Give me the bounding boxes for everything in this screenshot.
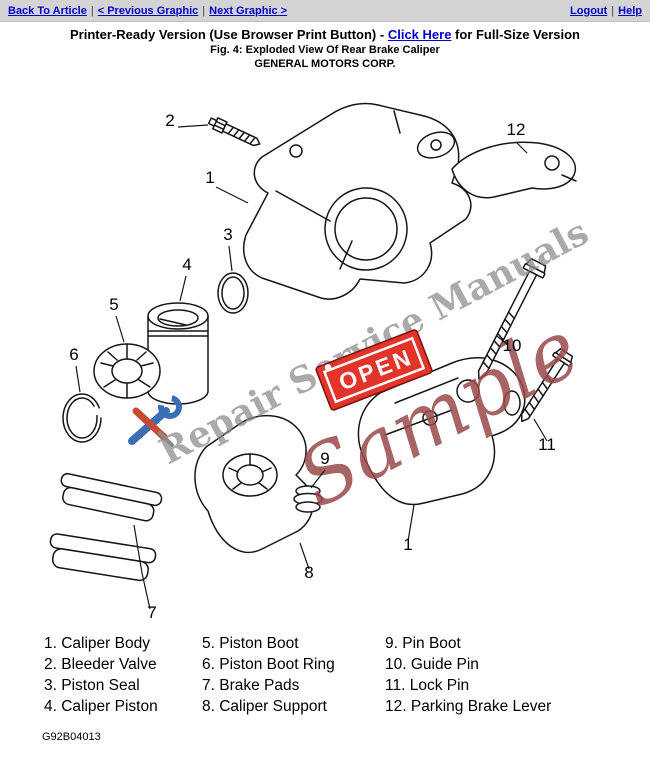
click-here-link[interactable]: Click Here	[387, 27, 452, 42]
legend-item: 7. Brake Pads	[202, 677, 300, 694]
parts-legend: 1. Caliper Body 2. Bleeder Valve 3. Pist…	[0, 633, 650, 717]
caliper-support-drawing	[194, 414, 314, 554]
callout-6: 6	[69, 345, 78, 364]
legend-item: 4. Caliper Piston	[44, 698, 158, 715]
callout-5: 5	[109, 295, 118, 314]
legend-item: 10. Guide Pin	[385, 656, 479, 673]
nav-left: Back To Article | < Previous Graphic | N…	[8, 5, 287, 17]
printer-ready-line: Printer-Ready Version (Use Browser Print…	[0, 22, 650, 43]
callout-3: 3	[223, 225, 232, 244]
caliper-assembly-drawing	[357, 357, 526, 506]
callout-11: 11	[538, 435, 556, 454]
brake-pads-drawing	[49, 472, 163, 582]
legend-column-1: 1. Caliper Body 2. Bleeder Valve 3. Pist…	[44, 633, 202, 717]
callout-1b: 1	[403, 535, 412, 554]
legend-item: 5. Piston Boot	[202, 635, 299, 652]
callouts: 1 2 3 4 5 6 7 8 9 10 11 12 1	[69, 111, 556, 622]
figure-manufacturer: GENERAL MOTORS CORP.	[254, 58, 396, 70]
back-to-article-link[interactable]: Back To Article	[8, 4, 87, 17]
help-link[interactable]: Help	[618, 4, 642, 17]
callout-10: 10	[503, 336, 522, 355]
nav-separator: |	[90, 4, 94, 17]
callout-1: 1	[205, 168, 214, 187]
callout-9: 9	[320, 449, 329, 468]
nav-right: Logout | Help	[570, 5, 642, 17]
lock-pin-drawing	[520, 348, 574, 423]
callout-4: 4	[182, 255, 191, 274]
pin-boot-drawing	[293, 485, 323, 513]
legend-item: 6. Piston Boot Ring	[202, 656, 335, 673]
callout-2: 2	[165, 111, 174, 130]
legend-item: 8. Caliper Support	[202, 698, 327, 715]
piston-boot-ring-drawing	[62, 393, 102, 443]
printer-ready-text: Printer-Ready Version (Use Browser Print…	[69, 27, 388, 42]
bleeder-valve-drawing	[207, 117, 261, 147]
logout-link[interactable]: Logout	[570, 4, 608, 17]
callout-12: 12	[507, 120, 526, 139]
next-graphic-link[interactable]: Next Graphic >	[209, 4, 288, 17]
legend-item: 12. Parking Brake Lever	[385, 698, 552, 715]
legend-item: 3. Piston Seal	[44, 677, 140, 694]
legend-item: 11. Lock Pin	[385, 677, 470, 694]
parking-brake-lever-drawing	[451, 141, 577, 199]
legend-column-2: 5. Piston Boot 6. Piston Boot Ring 7. Br…	[202, 633, 385, 717]
callout-8: 8	[304, 563, 313, 582]
legend-item: 2. Bleeder Valve	[44, 656, 157, 673]
legend-item: 9. Pin Boot	[385, 635, 461, 652]
legend-column-3: 9. Pin Boot 10. Guide Pin 11. Lock Pin 1…	[385, 633, 551, 717]
guide-pin-drawing	[477, 257, 547, 380]
nav-separator: |	[202, 4, 206, 17]
top-nav-bar: Back To Article | < Previous Graphic | N…	[0, 0, 650, 22]
piston-seal-drawing	[217, 272, 249, 314]
tools-icon	[128, 395, 182, 447]
nav-separator: |	[611, 4, 615, 17]
leader-lines	[75, 124, 548, 610]
figure-title: Fig. 4: Exploded View Of Rear Brake Cali…	[210, 44, 440, 56]
piston-boot-drawing	[93, 343, 161, 399]
figure-code: G92B04013	[42, 731, 101, 743]
caliper-body-drawing	[242, 102, 472, 300]
callout-7: 7	[147, 603, 156, 622]
legend-item: 1. Caliper Body	[44, 635, 150, 652]
open-sign-pin	[324, 364, 332, 371]
fullsize-text: for Full-Size Version	[451, 27, 580, 42]
caliper-piston-drawing	[147, 302, 209, 405]
exploded-view-diagram: Repair Service Manuals Sample OPEN	[49, 102, 595, 622]
previous-graphic-link[interactable]: < Previous Graphic	[97, 4, 199, 17]
